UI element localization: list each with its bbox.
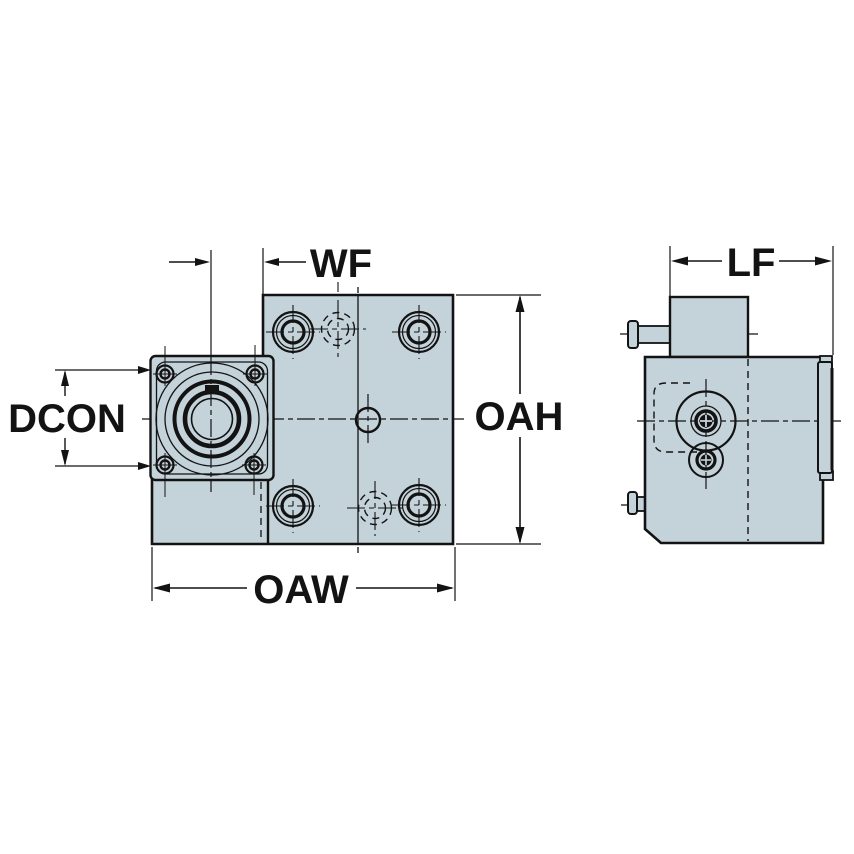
label-wf: WF [310, 242, 372, 286]
dimension-lf: LF [669, 241, 834, 355]
dimension-dcon: DCON [8, 366, 151, 470]
dimension-wf: WF [169, 242, 372, 294]
label-dcon: DCON [8, 397, 126, 441]
keyway-tab [205, 385, 219, 394]
side-clamp-strip [817, 355, 834, 481]
coupling-ring [172, 379, 252, 459]
flange-outer-circle [155, 362, 269, 476]
label-oaw: OAW [253, 568, 349, 612]
center-hole [354, 394, 382, 447]
flange-screw-bottom-right [242, 453, 266, 495]
side-raised-block [668, 295, 750, 359]
dimension-oah: OAH [456, 294, 564, 545]
coupling-flange [149, 250, 275, 497]
hidden-hole-top [310, 282, 366, 357]
flange-screw-bottom-left [153, 453, 177, 497]
side-body-outline [643, 355, 825, 545]
side-hidden-pocket [653, 382, 697, 453]
mounting-hole-bottom-right [392, 478, 446, 532]
dimension-oaw: OAW [151, 547, 456, 612]
side-clamp-screw-large [675, 390, 737, 452]
side-clamp-screw-small [688, 442, 724, 478]
label-oah: OAH [475, 395, 564, 439]
flange-screw-top-left [153, 346, 177, 386]
mounting-hole-top-left [266, 305, 320, 359]
mounting-hole-top-right [392, 305, 446, 359]
side-view: LF [620, 241, 841, 545]
hidden-hole-bottom [347, 481, 403, 536]
flange-screw-top-right [243, 345, 267, 386]
label-lf: LF [727, 241, 776, 285]
coupling-reference-circle [164, 371, 260, 467]
front-view: WF DCON OAH [8, 242, 563, 612]
mounting-hole-bottom-left [266, 479, 320, 533]
